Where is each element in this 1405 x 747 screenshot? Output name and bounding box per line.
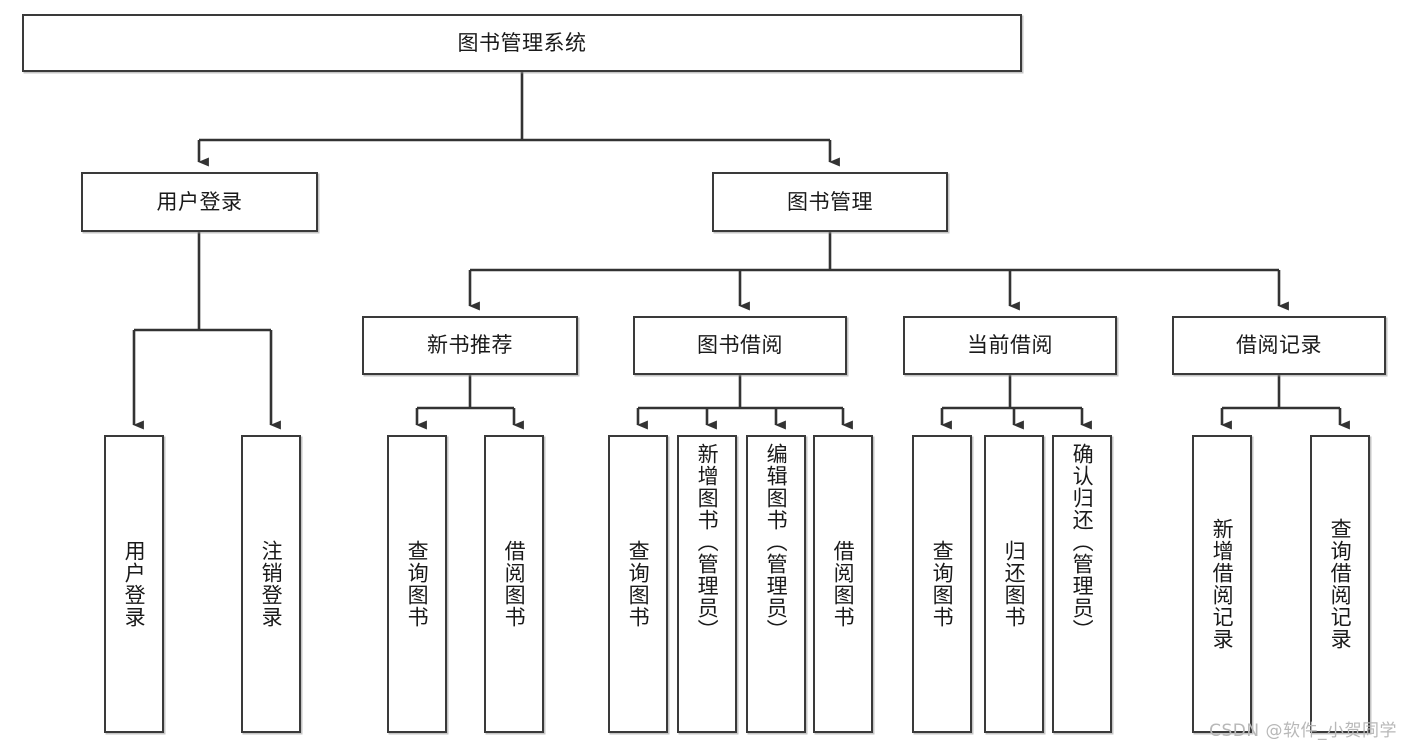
node-leaf-query-borrow-record[interactable]: 查询借阅记录 (1310, 435, 1370, 733)
watermark-text: CSDN @软件_小贺同学 (1209, 721, 1397, 741)
node-level2-user-login[interactable]: 用户登录 (81, 172, 318, 232)
node-label: 图书借阅 (697, 333, 783, 358)
node-level3-current-borrow[interactable]: 当前借阅 (903, 316, 1117, 375)
node-label: 归还图书 (1002, 540, 1027, 628)
node-leaf-query-book-recommend[interactable]: 查询图书 (387, 435, 447, 733)
node-label: 用户登录 (122, 540, 147, 628)
node-leaf-borrow-book-recommend[interactable]: 借阅图书 (484, 435, 544, 733)
node-leaf-borrow-book[interactable]: 借阅图书 (813, 435, 873, 733)
node-label: 借阅图书 (502, 540, 527, 628)
node-label: 用户登录 (156, 189, 243, 214)
node-leaf-edit-book-admin[interactable]: 编辑图书（管理员） (746, 435, 806, 733)
node-leaf-confirm-return-admin[interactable]: 确认归还（管理员） (1052, 435, 1112, 733)
node-leaf-query-book-borrow[interactable]: 查询图书 (608, 435, 668, 733)
node-level3-borrow-record[interactable]: 借阅记录 (1172, 316, 1386, 375)
node-leaf-return-book[interactable]: 归还图书 (984, 435, 1044, 733)
node-label: 查询图书 (405, 540, 430, 628)
node-label: 图书管理 (787, 189, 873, 214)
node-label: 借阅记录 (1236, 333, 1322, 358)
node-leaf-logout[interactable]: 注销登录 (241, 435, 301, 733)
node-leaf-add-book-admin[interactable]: 新增图书（管理员） (677, 435, 737, 733)
node-level3-new-book-recommend[interactable]: 新书推荐 (362, 316, 578, 375)
node-level2-book-management[interactable]: 图书管理 (712, 172, 948, 232)
node-label: 新增图书（管理员） (695, 443, 720, 641)
node-label: 新增借阅记录 (1210, 518, 1235, 650)
node-label: 注销登录 (259, 540, 284, 628)
node-label: 编辑图书（管理员） (764, 443, 789, 641)
node-leaf-add-borrow-record[interactable]: 新增借阅记录 (1192, 435, 1252, 733)
node-label: 当前借阅 (967, 333, 1053, 358)
node-label: 查询图书 (626, 540, 651, 628)
node-label: 确认归还（管理员） (1070, 443, 1095, 641)
node-leaf-user-login[interactable]: 用户登录 (104, 435, 164, 733)
node-root[interactable]: 图书管理系统 (22, 14, 1022, 72)
node-label: 借阅图书 (831, 540, 856, 628)
node-label: 查询图书 (930, 540, 955, 628)
node-label: 查询借阅记录 (1328, 518, 1353, 650)
node-label: 图书管理系统 (457, 30, 587, 55)
node-leaf-query-book-current[interactable]: 查询图书 (912, 435, 972, 733)
node-label: 新书推荐 (427, 333, 513, 358)
node-level3-book-borrow[interactable]: 图书借阅 (633, 316, 847, 375)
